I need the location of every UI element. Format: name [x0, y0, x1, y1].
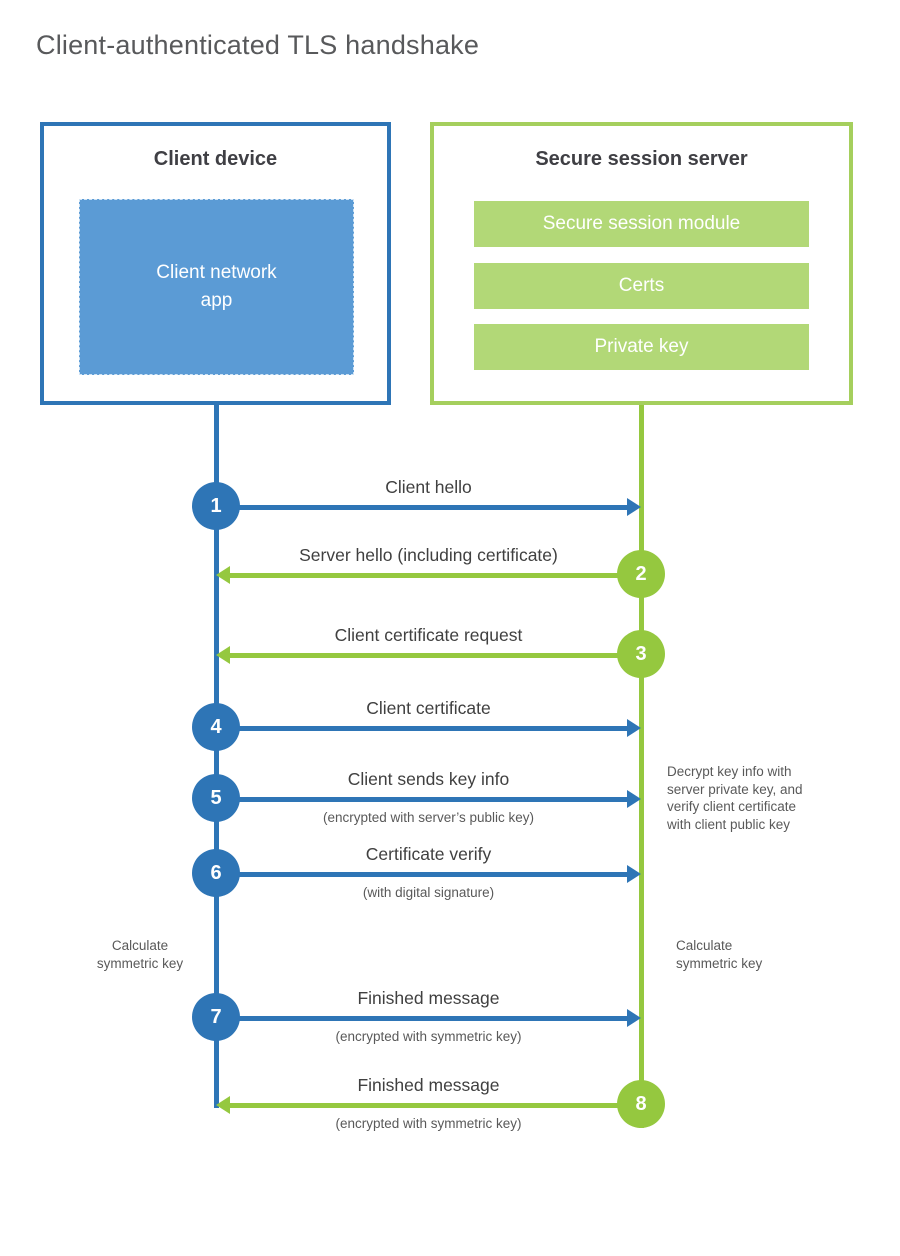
message-label: Finished message	[357, 1075, 500, 1095]
arrowhead-icon	[627, 498, 641, 516]
certs-box: Certs	[474, 263, 809, 309]
arrowhead-icon	[627, 790, 641, 808]
message-arrow-step-4	[216, 726, 627, 731]
message-label: Certificate verify	[365, 844, 492, 864]
step-number-badge: 3	[617, 630, 665, 678]
client-network-app-box: Client network app	[79, 199, 354, 375]
arrowhead-icon	[216, 646, 230, 664]
message-label: Finished message	[357, 988, 500, 1008]
message-sublabel: (encrypted with symmetric key)	[335, 1116, 522, 1131]
secure-session-module-box: Secure session module	[474, 201, 809, 247]
message-sublabel: (encrypted with server’s public key)	[322, 810, 535, 825]
message-arrow-step-7	[216, 1016, 627, 1021]
message-arrow-step-1	[216, 505, 627, 510]
message-sublabel: (with digital signature)	[362, 885, 495, 900]
step-number-badge: 2	[617, 550, 665, 598]
arrowhead-icon	[216, 1096, 230, 1114]
message-arrow-step-2	[230, 573, 641, 578]
message-arrow-step-8	[230, 1103, 641, 1108]
message-label: Server hello (including certificate)	[299, 545, 558, 565]
message-sublabel: (encrypted with symmetric key)	[335, 1029, 522, 1044]
secure-session-server-title: Secure session server	[535, 148, 748, 170]
step-number-badge: 5	[192, 774, 240, 822]
message-label: Client certificate	[366, 698, 491, 718]
page-title: Client-authenticated TLS handshake	[36, 30, 480, 60]
secure-session-server-panel: Secure session server Secure session mod…	[430, 122, 853, 405]
message-arrow-step-6	[216, 872, 627, 877]
message-label: Client hello	[385, 477, 472, 497]
client-device-title: Client device	[153, 148, 278, 170]
step-number-badge: 4	[192, 703, 240, 751]
arrowhead-icon	[627, 719, 641, 737]
arrowhead-icon	[627, 865, 641, 883]
private-key-box: Private key	[474, 324, 809, 370]
message-label: Client certificate request	[334, 625, 523, 645]
calc-symmetric-key-client-note: Calculate symmetric key	[96, 938, 184, 971]
step-number-badge: 8	[617, 1080, 665, 1128]
arrowhead-icon	[216, 566, 230, 584]
step-number-badge: 7	[192, 993, 240, 1041]
step-number-badge: 6	[192, 849, 240, 897]
client-lifeline	[214, 405, 219, 1108]
message-label: Client sends key info	[347, 769, 510, 789]
step-number-badge: 1	[192, 482, 240, 530]
calc-symmetric-key-server-note: Calculate symmetric key	[676, 938, 763, 971]
arrowhead-icon	[627, 1009, 641, 1027]
message-arrow-step-5	[216, 797, 627, 802]
decrypt-note: Decrypt key info with server private key…	[667, 764, 803, 832]
message-arrow-step-3	[230, 653, 641, 658]
client-device-panel: Client device Client network app	[40, 122, 391, 405]
server-lifeline	[639, 405, 644, 1128]
